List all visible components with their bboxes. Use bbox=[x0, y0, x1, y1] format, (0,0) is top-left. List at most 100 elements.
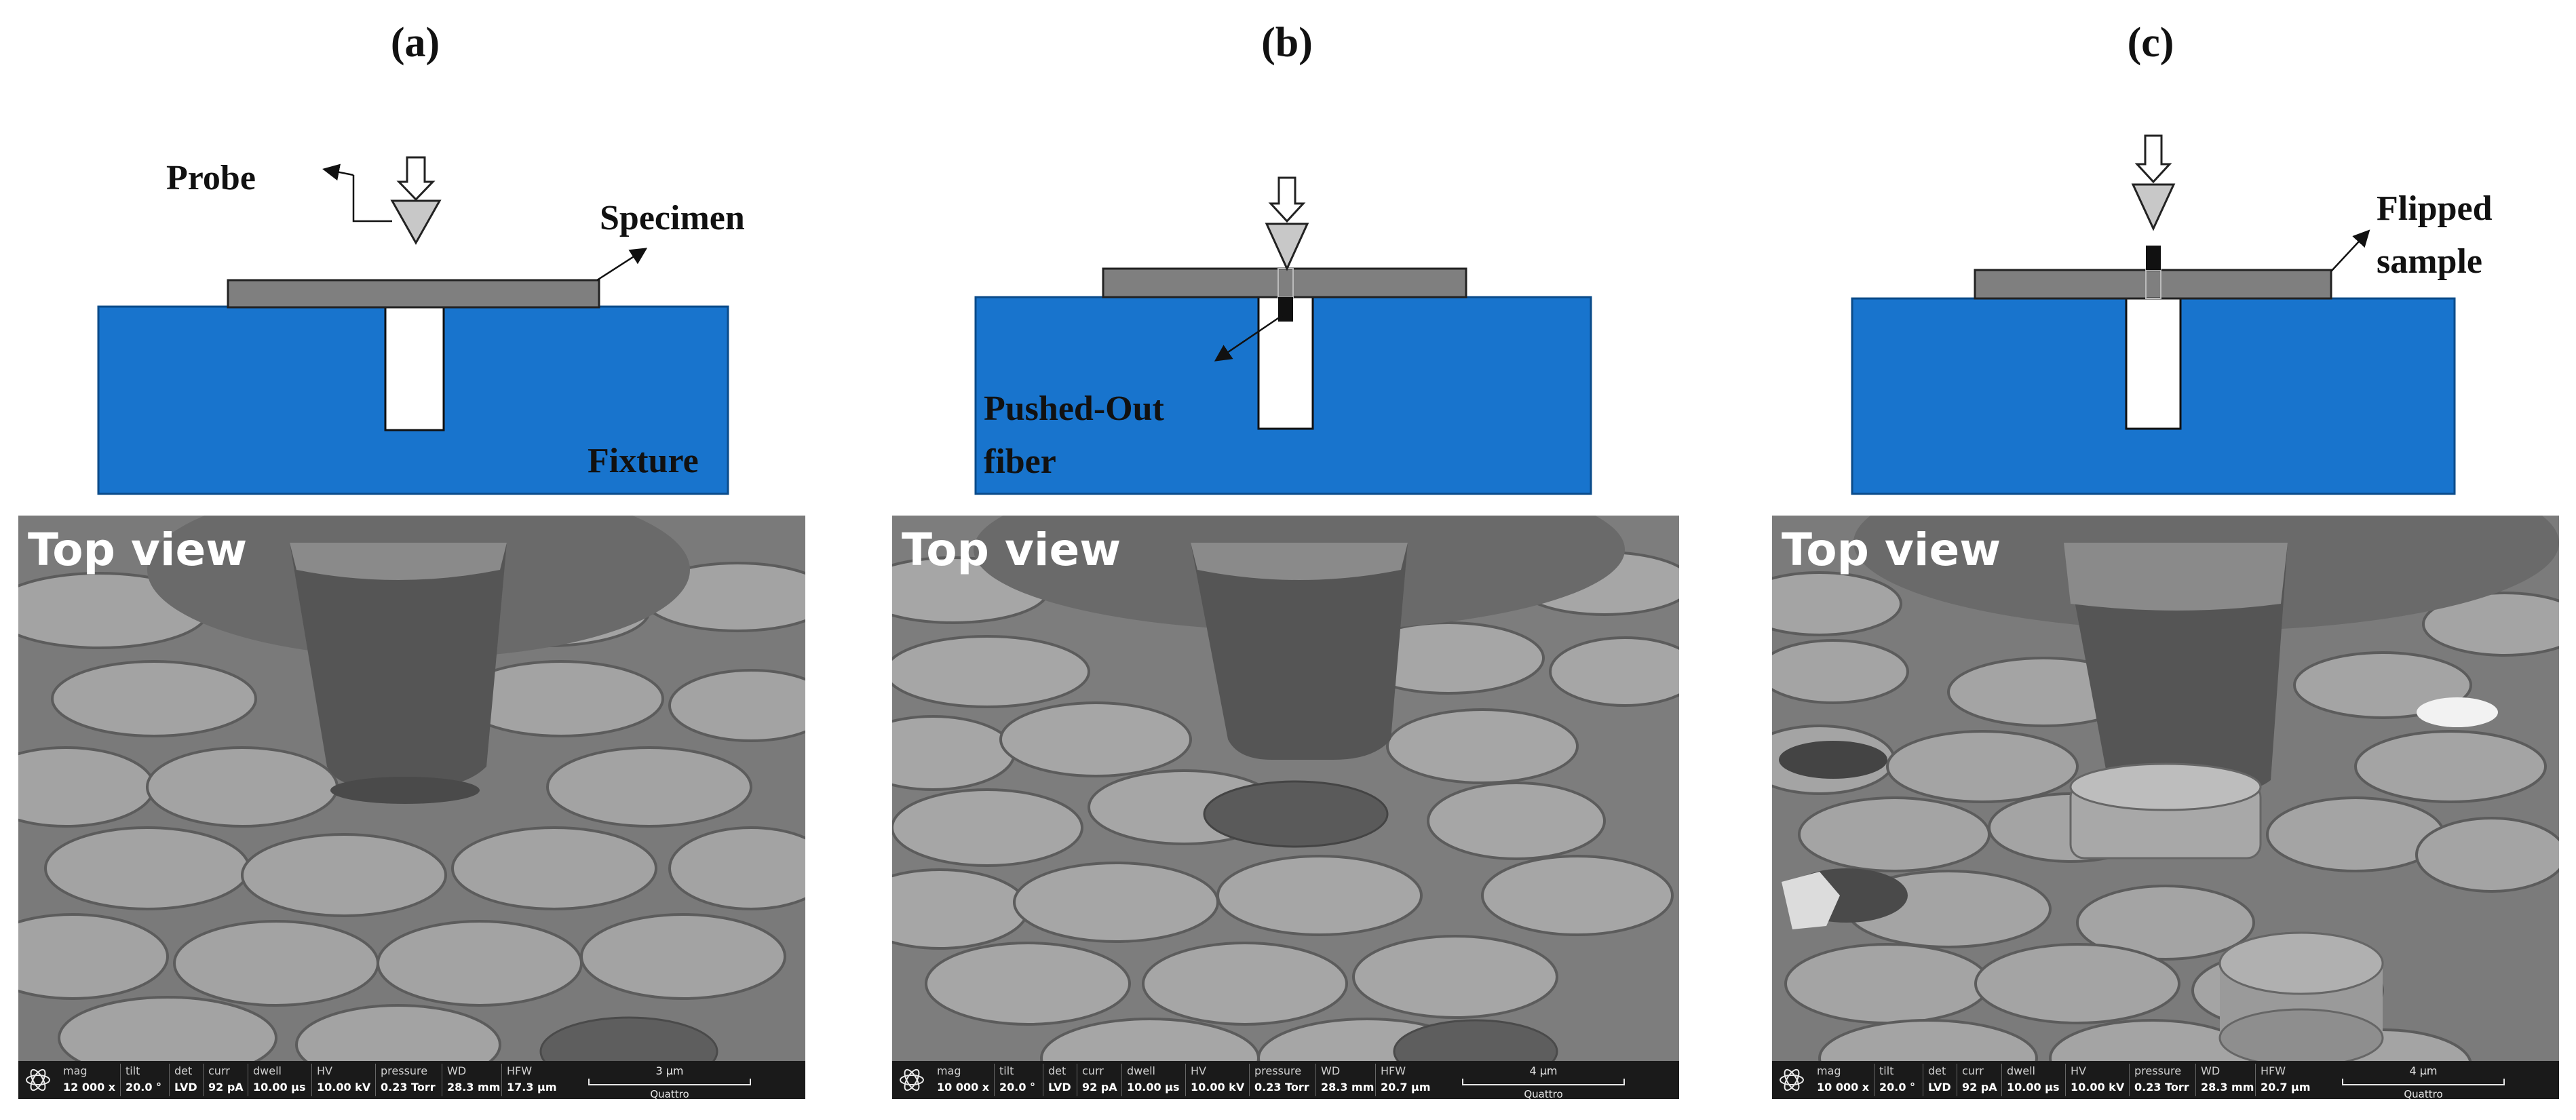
atom-icon bbox=[26, 1068, 50, 1092]
flipped-fiber-c bbox=[2146, 246, 2161, 270]
databar-value: 12 000 x bbox=[63, 1081, 116, 1094]
databar-value: 10.00 kV bbox=[317, 1081, 371, 1094]
instrument-name: Quattro bbox=[1524, 1088, 1563, 1099]
specimen-b bbox=[1102, 267, 1467, 298]
databar-value: 0.23 Torr bbox=[1254, 1081, 1309, 1094]
load-arrow-a bbox=[396, 156, 436, 201]
databar-key: HFW bbox=[507, 1064, 533, 1077]
probe-tip-c bbox=[2131, 183, 2176, 231]
databar-value: 10 000 x bbox=[1817, 1081, 1870, 1094]
panel-label-b: (b) bbox=[1261, 20, 1313, 66]
load-arrow-b bbox=[1268, 176, 1306, 223]
load-arrow-c bbox=[2134, 134, 2172, 184]
fixture-slot-a bbox=[384, 305, 445, 431]
atom-icon bbox=[900, 1068, 924, 1092]
databar-key: dwell bbox=[2007, 1064, 2035, 1077]
flipped-label-1: Flipped bbox=[2377, 189, 2493, 228]
pushed-out-label-1: Pushed-Out bbox=[984, 389, 1164, 428]
databar-value: 20.0 ° bbox=[1879, 1081, 1916, 1094]
probe-leader bbox=[352, 175, 392, 223]
databar-value: 10.00 µs bbox=[2007, 1081, 2060, 1094]
databar-key: tilt bbox=[999, 1064, 1014, 1077]
databar-key: curr bbox=[1082, 1064, 1104, 1077]
probe-label: Probe bbox=[166, 159, 256, 197]
databar-key: det bbox=[1928, 1064, 1946, 1077]
databar-key: WD bbox=[1321, 1064, 1341, 1077]
databar-key: curr bbox=[208, 1064, 230, 1077]
fixture-label: Fixture bbox=[588, 442, 699, 480]
pushed-leader bbox=[1214, 314, 1283, 362]
specimen-a bbox=[227, 279, 600, 309]
atom-icon bbox=[1780, 1068, 1804, 1092]
scale-bar-b: 4 µm Quattro bbox=[1448, 1064, 1638, 1099]
panel-label-c: (c) bbox=[2127, 20, 2174, 66]
sem-overlay-a: Top view bbox=[28, 524, 248, 576]
databar-value: 28.3 mm bbox=[1321, 1081, 1374, 1094]
specimen-label: Specimen bbox=[600, 199, 745, 237]
databar-key: det bbox=[1048, 1064, 1066, 1077]
scale-value: 4 µm bbox=[2409, 1064, 2438, 1077]
databar-key: det bbox=[174, 1064, 193, 1077]
databar-value: 28.3 mm bbox=[2201, 1081, 2254, 1094]
schematic-c bbox=[1851, 134, 2456, 495]
databar-key: dwell bbox=[253, 1064, 282, 1077]
databar-key: HV bbox=[2071, 1064, 2086, 1077]
databar-key: mag bbox=[63, 1064, 88, 1077]
sem-scene-b bbox=[892, 516, 1679, 1099]
databar-key: WD bbox=[2201, 1064, 2221, 1077]
probe-tip-b bbox=[1265, 223, 1309, 271]
databar-value: 0.23 Torr bbox=[2134, 1081, 2189, 1094]
databar-key: mag bbox=[937, 1064, 961, 1077]
scale-bar-c: 4 µm Quattro bbox=[2328, 1064, 2518, 1099]
databar-value: LVD bbox=[174, 1081, 197, 1094]
instrument-name: Quattro bbox=[650, 1088, 689, 1099]
instrument-name: Quattro bbox=[2404, 1088, 2443, 1099]
databar-key: HV bbox=[317, 1064, 332, 1077]
databar-value: 92 pA bbox=[208, 1081, 244, 1094]
databar-value: 20.0 ° bbox=[999, 1081, 1036, 1094]
databar-value: 10 000 x bbox=[937, 1081, 990, 1094]
databar-key: tilt bbox=[1879, 1064, 1894, 1077]
databar-key: dwell bbox=[1127, 1064, 1155, 1077]
flipped-leader bbox=[2330, 229, 2370, 272]
sem-scene-c bbox=[1772, 516, 2559, 1099]
databar-value: 0.23 Torr bbox=[381, 1081, 436, 1094]
sem-overlay-c: Top view bbox=[1782, 524, 2001, 576]
scale-bar-a: 3 µm Quattro bbox=[575, 1064, 765, 1099]
schematic-b bbox=[974, 176, 1592, 495]
databar-key: pressure bbox=[2134, 1064, 2182, 1077]
scale-value: 3 µm bbox=[655, 1064, 684, 1077]
databar-value: 20.7 µm bbox=[2261, 1081, 2311, 1094]
databar-value: 92 pA bbox=[1082, 1081, 1117, 1094]
databar-key: HFW bbox=[2261, 1064, 2286, 1077]
sem-scene-a bbox=[18, 516, 805, 1099]
sem-overlay-b: Top view bbox=[902, 524, 1121, 576]
schematic-a bbox=[97, 156, 729, 495]
databar-value: LVD bbox=[1928, 1081, 1951, 1094]
panel-label-a: (a) bbox=[390, 20, 440, 66]
flipped-label-2: sample bbox=[2377, 242, 2482, 281]
databar-key: HV bbox=[1191, 1064, 1206, 1077]
databar-value: 20.0 ° bbox=[126, 1081, 162, 1094]
pushed-out-label-2: fiber bbox=[984, 442, 1056, 481]
pushed-fiber-b bbox=[1278, 297, 1293, 322]
databar-key: curr bbox=[1962, 1064, 1984, 1077]
probe-tip-a bbox=[390, 199, 442, 246]
fixture-slot-c bbox=[2125, 297, 2182, 430]
databar-key: HFW bbox=[1381, 1064, 1406, 1077]
databar-key: tilt bbox=[126, 1064, 140, 1077]
databar-key: pressure bbox=[1254, 1064, 1302, 1077]
databar-value: 10.00 kV bbox=[1191, 1081, 1245, 1094]
databar-value: LVD bbox=[1048, 1081, 1071, 1094]
databar-key: mag bbox=[1817, 1064, 1841, 1077]
databar-key: pressure bbox=[381, 1064, 428, 1077]
specimen-c bbox=[1974, 269, 2332, 300]
databar-value: 10.00 kV bbox=[2071, 1081, 2125, 1094]
